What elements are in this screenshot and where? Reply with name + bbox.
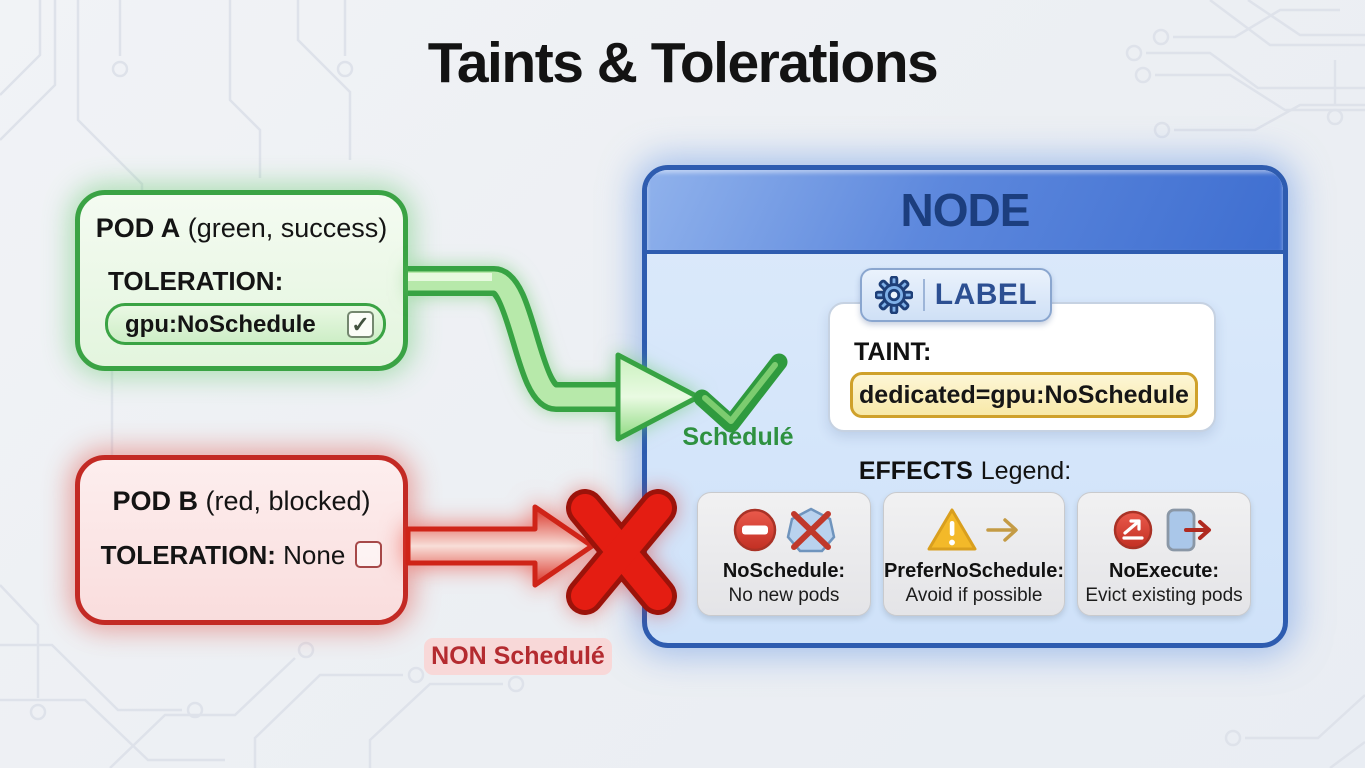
gear-icon — [874, 276, 913, 314]
no-entry-icon — [732, 507, 778, 553]
checkbox-unchecked-icon — [355, 541, 383, 568]
warning-triangle-icon — [926, 506, 978, 554]
pod-b-qualifier: (red, blocked) — [197, 486, 371, 516]
page-title: Taints & Tolerations — [427, 31, 939, 95]
effect-title: NoSchedule: — [722, 560, 846, 582]
pod-b-name: POD B — [112, 486, 198, 516]
effects-heading-rest: Legend: — [980, 457, 1072, 485]
not-scheduled-label: NON Schedulé — [424, 638, 612, 675]
checkbox-checked-icon: ✓ — [347, 311, 374, 338]
pod-b-toleration-value: None — [275, 540, 346, 570]
eject-circle-icon — [1112, 509, 1154, 551]
effects-cards: NoSchedule: No new pods — [697, 492, 1251, 616]
effect-card-noexecute: NoExecute: Evict existing pods — [1077, 492, 1251, 616]
pod-exit-icon — [1162, 506, 1216, 554]
effect-card-noschedule: NoSchedule: No new pods — [697, 492, 871, 616]
pod-b-title: POD B (red, blocked) — [80, 486, 403, 517]
taint-box: TAINT: dedicated=gpu:NoSchedule — [828, 302, 1216, 432]
effect-title: NoExecute: — [1109, 560, 1220, 582]
effect-desc: Avoid if possible — [905, 585, 1043, 606]
effect-desc: Evict existing pods — [1085, 585, 1243, 606]
pod-a-box: POD A (green, success) TOLERATION: gpu:N… — [75, 190, 408, 371]
node-header: NODE — [647, 170, 1283, 254]
pod-b-box: POD B (red, blocked) TOLERATION: None — [75, 455, 408, 625]
pod-a-toleration-label: TOLERATION: — [108, 266, 284, 296]
node-box: NODE TAINT: dedicated=gpu:NoSchedule — [642, 165, 1288, 648]
pod-a-name: POD A — [95, 213, 181, 243]
pod-b-toleration-line: TOLERATION: None — [80, 540, 403, 571]
taint-label: TAINT: — [854, 338, 932, 366]
pod-a-toleration-value: gpu:NoSchedule — [125, 311, 316, 338]
taint-value: dedicated=gpu:NoSchedule — [850, 372, 1198, 418]
badge-divider — [922, 279, 925, 311]
effect-desc: No new pods — [728, 585, 840, 606]
hexagon-cross-icon — [786, 506, 836, 554]
scheduled-label: Schedulé — [682, 423, 794, 451]
pod-a-toleration-value-box: gpu:NoSchedule ✓ — [105, 303, 386, 345]
effect-title: PreferNoSchedule: — [883, 560, 1065, 582]
effects-heading-bold: EFFECTS — [858, 457, 973, 485]
label-badge-text: LABEL — [934, 278, 1038, 311]
effect-card-prefernoschedule: PreferNoSchedule: Avoid if possible — [882, 492, 1066, 616]
pod-a-title: POD A (green, success) — [80, 213, 403, 244]
pod-a-qualifier: (green, success) — [180, 213, 388, 243]
label-badge: LABEL — [860, 268, 1052, 322]
arrow-right-icon — [986, 507, 1022, 553]
blocked-arrow — [405, 504, 595, 588]
pod-b-toleration-label: TOLERATION: — [100, 540, 276, 570]
